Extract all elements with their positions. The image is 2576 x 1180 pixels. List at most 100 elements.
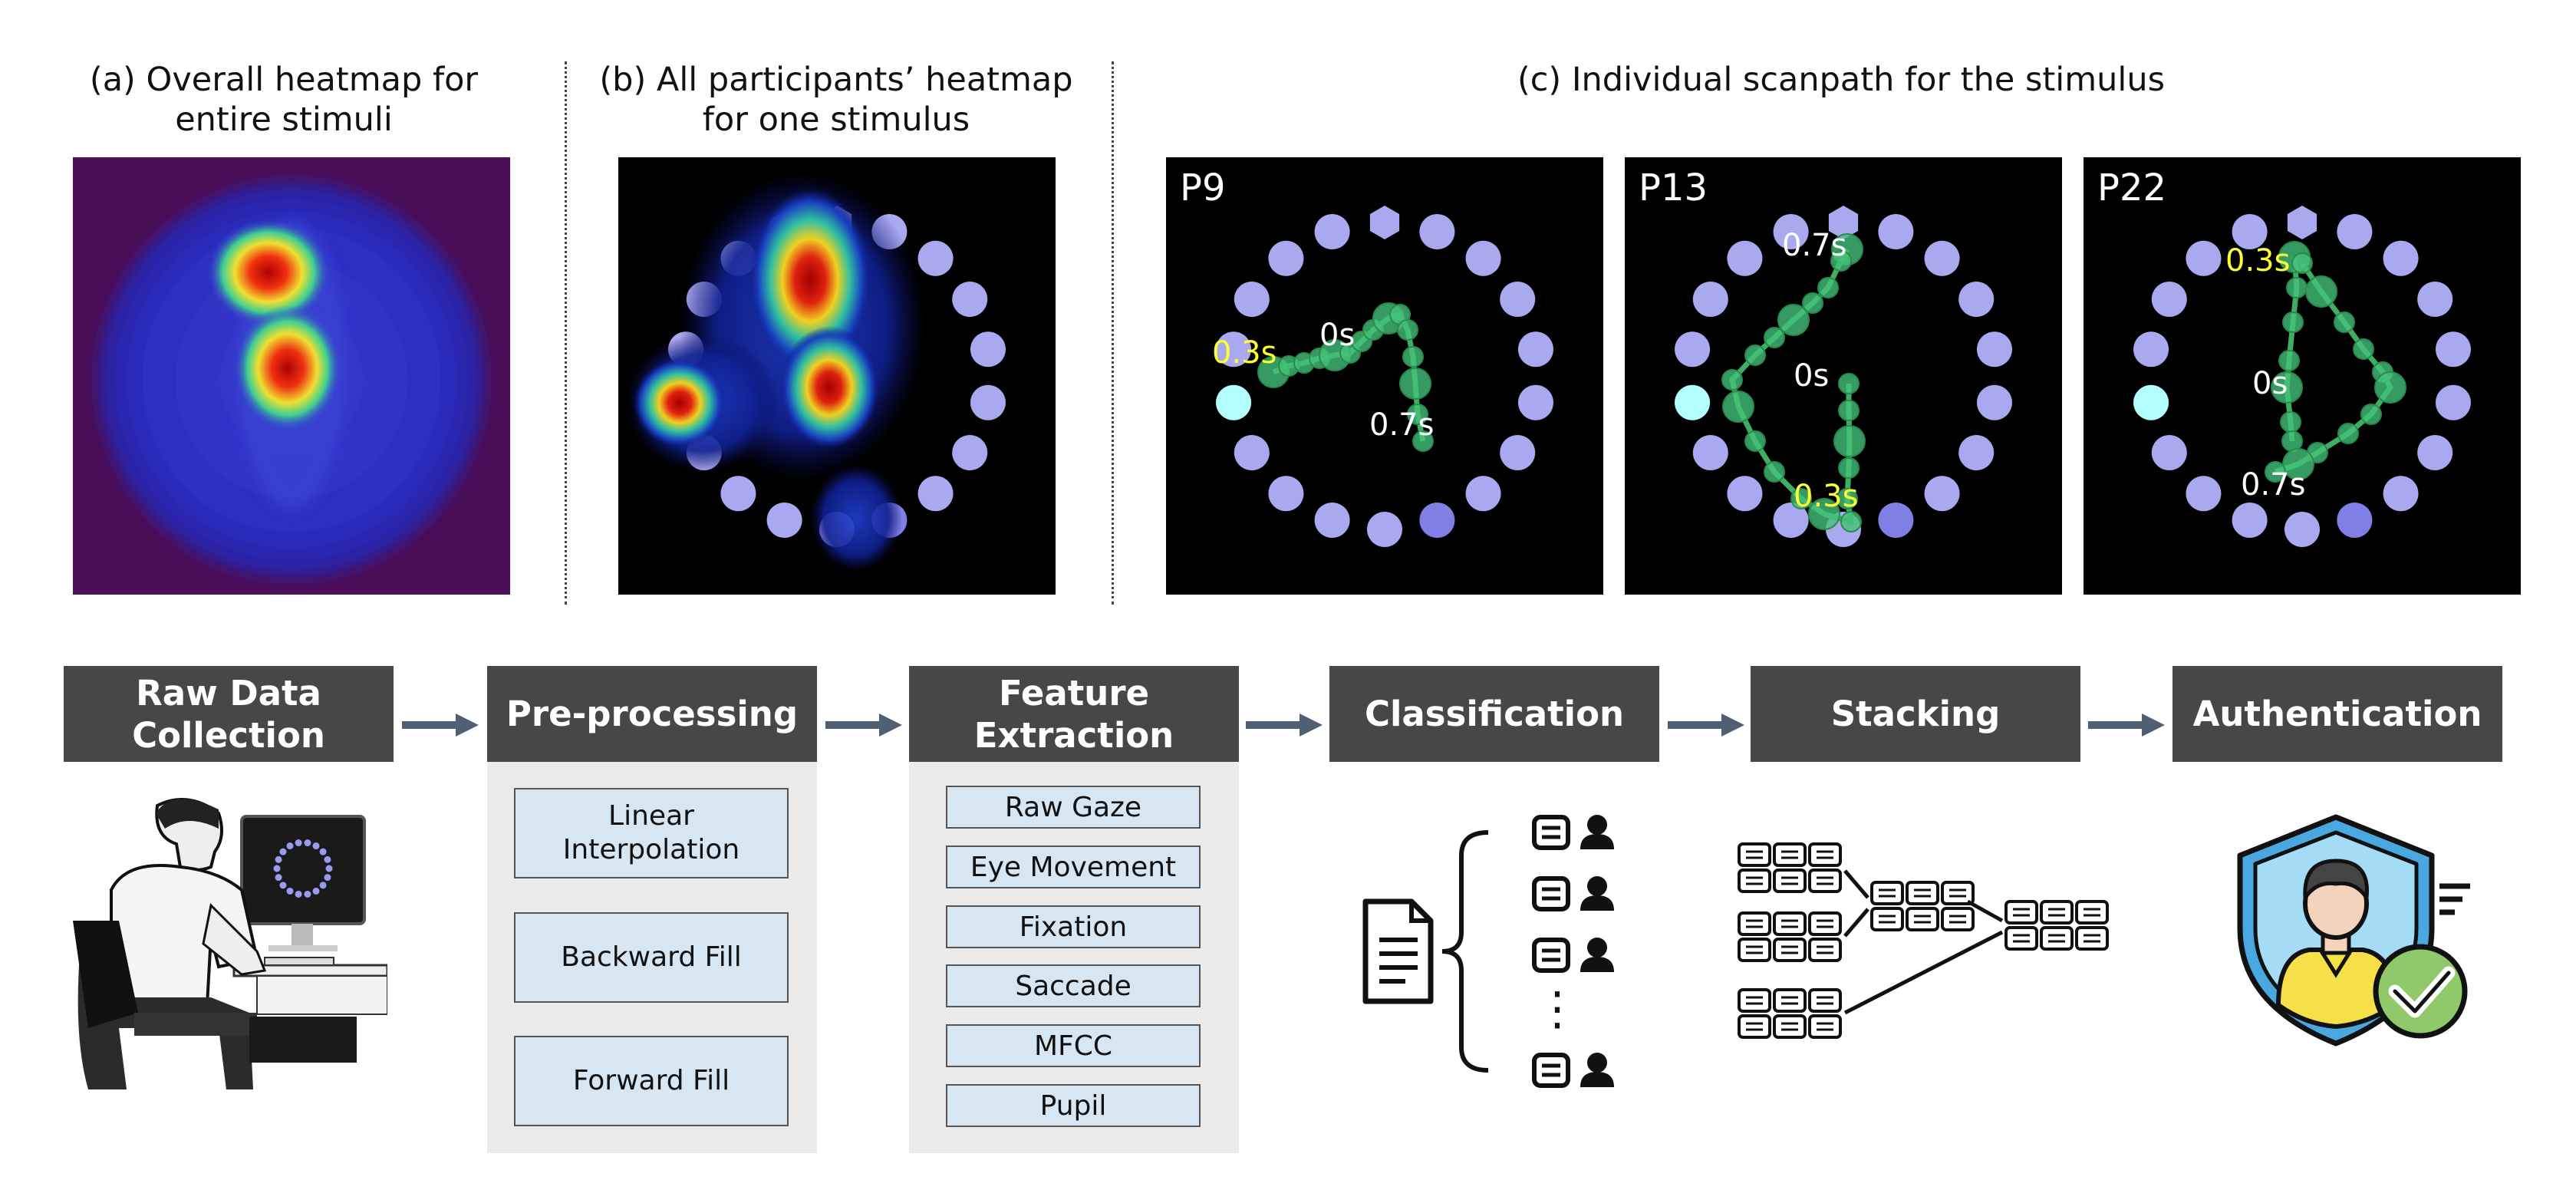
fixation-point — [1777, 304, 1810, 336]
step-linear-interpolation: Linear Interpolation — [514, 788, 789, 878]
stimulus-hexagon — [1828, 206, 1859, 239]
stimulus-dot — [917, 476, 954, 512]
stimulus-dot — [2133, 384, 2169, 420]
feature-fixation: Fixation — [946, 905, 1201, 948]
fixation-point — [1802, 292, 1823, 314]
stimulus-dot — [2133, 331, 2169, 368]
arrow-right-icon — [2088, 714, 2165, 737]
stimulus-dot — [1268, 476, 1304, 512]
fixation-point — [1833, 425, 1866, 457]
time-label: 0.7s — [1782, 228, 1846, 263]
time-label: 0s — [2252, 366, 2288, 401]
stage-feature-extraction: Feature Extraction — [909, 666, 1239, 762]
stimulus-dot — [1878, 214, 1914, 250]
fixation-point — [1764, 461, 1785, 483]
stimulus-dot — [2186, 476, 2222, 512]
stimulus-dot — [1465, 240, 1501, 276]
model-block-icon — [1738, 911, 1842, 962]
participants-heatmap — [618, 157, 1056, 595]
fixation-point — [2265, 461, 2286, 483]
time-label: 0.3s — [1794, 479, 1858, 514]
stimulus-dot — [2337, 214, 2373, 250]
fixation-point — [1399, 368, 1431, 400]
fixation-point — [2337, 423, 2359, 444]
participant-label: P22 — [2097, 166, 2167, 209]
stimulus-dot — [2435, 331, 2471, 368]
stimulus-dot — [2337, 502, 2373, 538]
fixation-point — [2282, 448, 2314, 480]
stimulus-dot — [766, 502, 802, 538]
arrow-right-icon — [825, 714, 902, 737]
model-block-icon — [1738, 988, 1842, 1039]
user-icon — [1532, 815, 1614, 850]
stimulus-dot — [1216, 384, 1252, 420]
fixation-point — [1836, 488, 1858, 509]
model-block-icon — [1738, 842, 1842, 893]
stimulus-dot — [1924, 240, 1960, 276]
stage-authentication: Authentication — [2172, 666, 2502, 762]
fixation-point — [1838, 457, 1860, 479]
person-at-computer-icon — [73, 798, 387, 1089]
fixation-point — [1830, 250, 1852, 272]
stimulus-dot — [1500, 435, 1536, 470]
scanpath-panel-p22: 0.3s 0s 0.7s P22 — [2084, 157, 2521, 595]
caption-c: (c) Individual scanpath for the stimulus — [1517, 61, 2165, 99]
stimulus-dot — [1517, 331, 1553, 368]
stimulus-dot — [1675, 384, 1711, 420]
stage-classification: Classification — [1329, 666, 1659, 762]
fixation-point — [1407, 404, 1428, 425]
stimulus-dot — [1367, 512, 1402, 547]
stacking-illustration — [1738, 842, 2109, 1039]
caption-a: (a) Overall heatmap for entire stimuli — [89, 61, 479, 139]
step-backward-fill: Backward Fill — [514, 912, 789, 1003]
feature-mfcc: MFCC — [946, 1024, 1201, 1067]
stimulus-dot — [1692, 282, 1728, 317]
stimulus-dot — [1234, 435, 1270, 470]
stimulus-dot — [1517, 384, 1553, 420]
stimulus-dot — [952, 435, 988, 470]
stimulus-dot — [1314, 502, 1350, 538]
stimulus-dot — [1727, 476, 1763, 512]
stimulus-dot — [970, 384, 1006, 420]
feature-eye-movement: Eye Movement — [946, 845, 1201, 888]
stimulus-dot — [2435, 384, 2471, 420]
fixation-point — [1721, 369, 1743, 391]
fixation-point — [2374, 371, 2406, 404]
fixation-point — [2280, 411, 2301, 433]
stage-raw-data-collection: Raw Data Collection — [64, 666, 394, 762]
feature-extraction-panel: Raw Gaze Eye Movement Fixation Saccade M… — [909, 762, 1239, 1153]
fixation-point — [2278, 350, 2300, 371]
time-label: 0.3s — [2225, 243, 2290, 279]
fixation-point — [1764, 327, 1785, 348]
fixation-point — [1397, 319, 1418, 341]
stimulus-dot — [720, 476, 756, 512]
fixation-point — [2282, 311, 2304, 333]
stimulus-dot — [1314, 214, 1350, 250]
stimulus-dot — [2417, 435, 2453, 470]
time-label: 0s — [1794, 358, 1829, 394]
arrow-right-icon — [402, 714, 479, 737]
stimulus-dot — [1675, 331, 1711, 368]
stimulus-dot — [1419, 214, 1455, 250]
divider-bc — [1112, 61, 1114, 605]
stimulus-dot — [1958, 282, 1995, 317]
stimulus-dot — [2232, 214, 2268, 250]
stimulus-dot — [952, 282, 988, 317]
fixation-point — [2360, 404, 2382, 425]
stimulus-dot — [2151, 282, 2187, 317]
stimulus-dot — [2383, 476, 2419, 512]
fixation-point — [2291, 252, 2313, 274]
fixation-point — [1838, 373, 1860, 394]
stage-stacking: Stacking — [1751, 666, 2080, 762]
fixation-point — [1402, 346, 1424, 368]
ellipsis: ⋮ — [1534, 982, 1580, 1036]
fixation-point — [1808, 498, 1840, 530]
feature-raw-gaze: Raw Gaze — [946, 786, 1201, 829]
stimulus-hexagon — [1369, 206, 1400, 239]
feature-saccade: Saccade — [946, 964, 1201, 1007]
stimulus-dot — [2232, 502, 2268, 538]
stimulus-dot — [2186, 240, 2222, 276]
fixation-point — [1817, 277, 1839, 298]
time-label: 0.7s — [2241, 467, 2305, 503]
